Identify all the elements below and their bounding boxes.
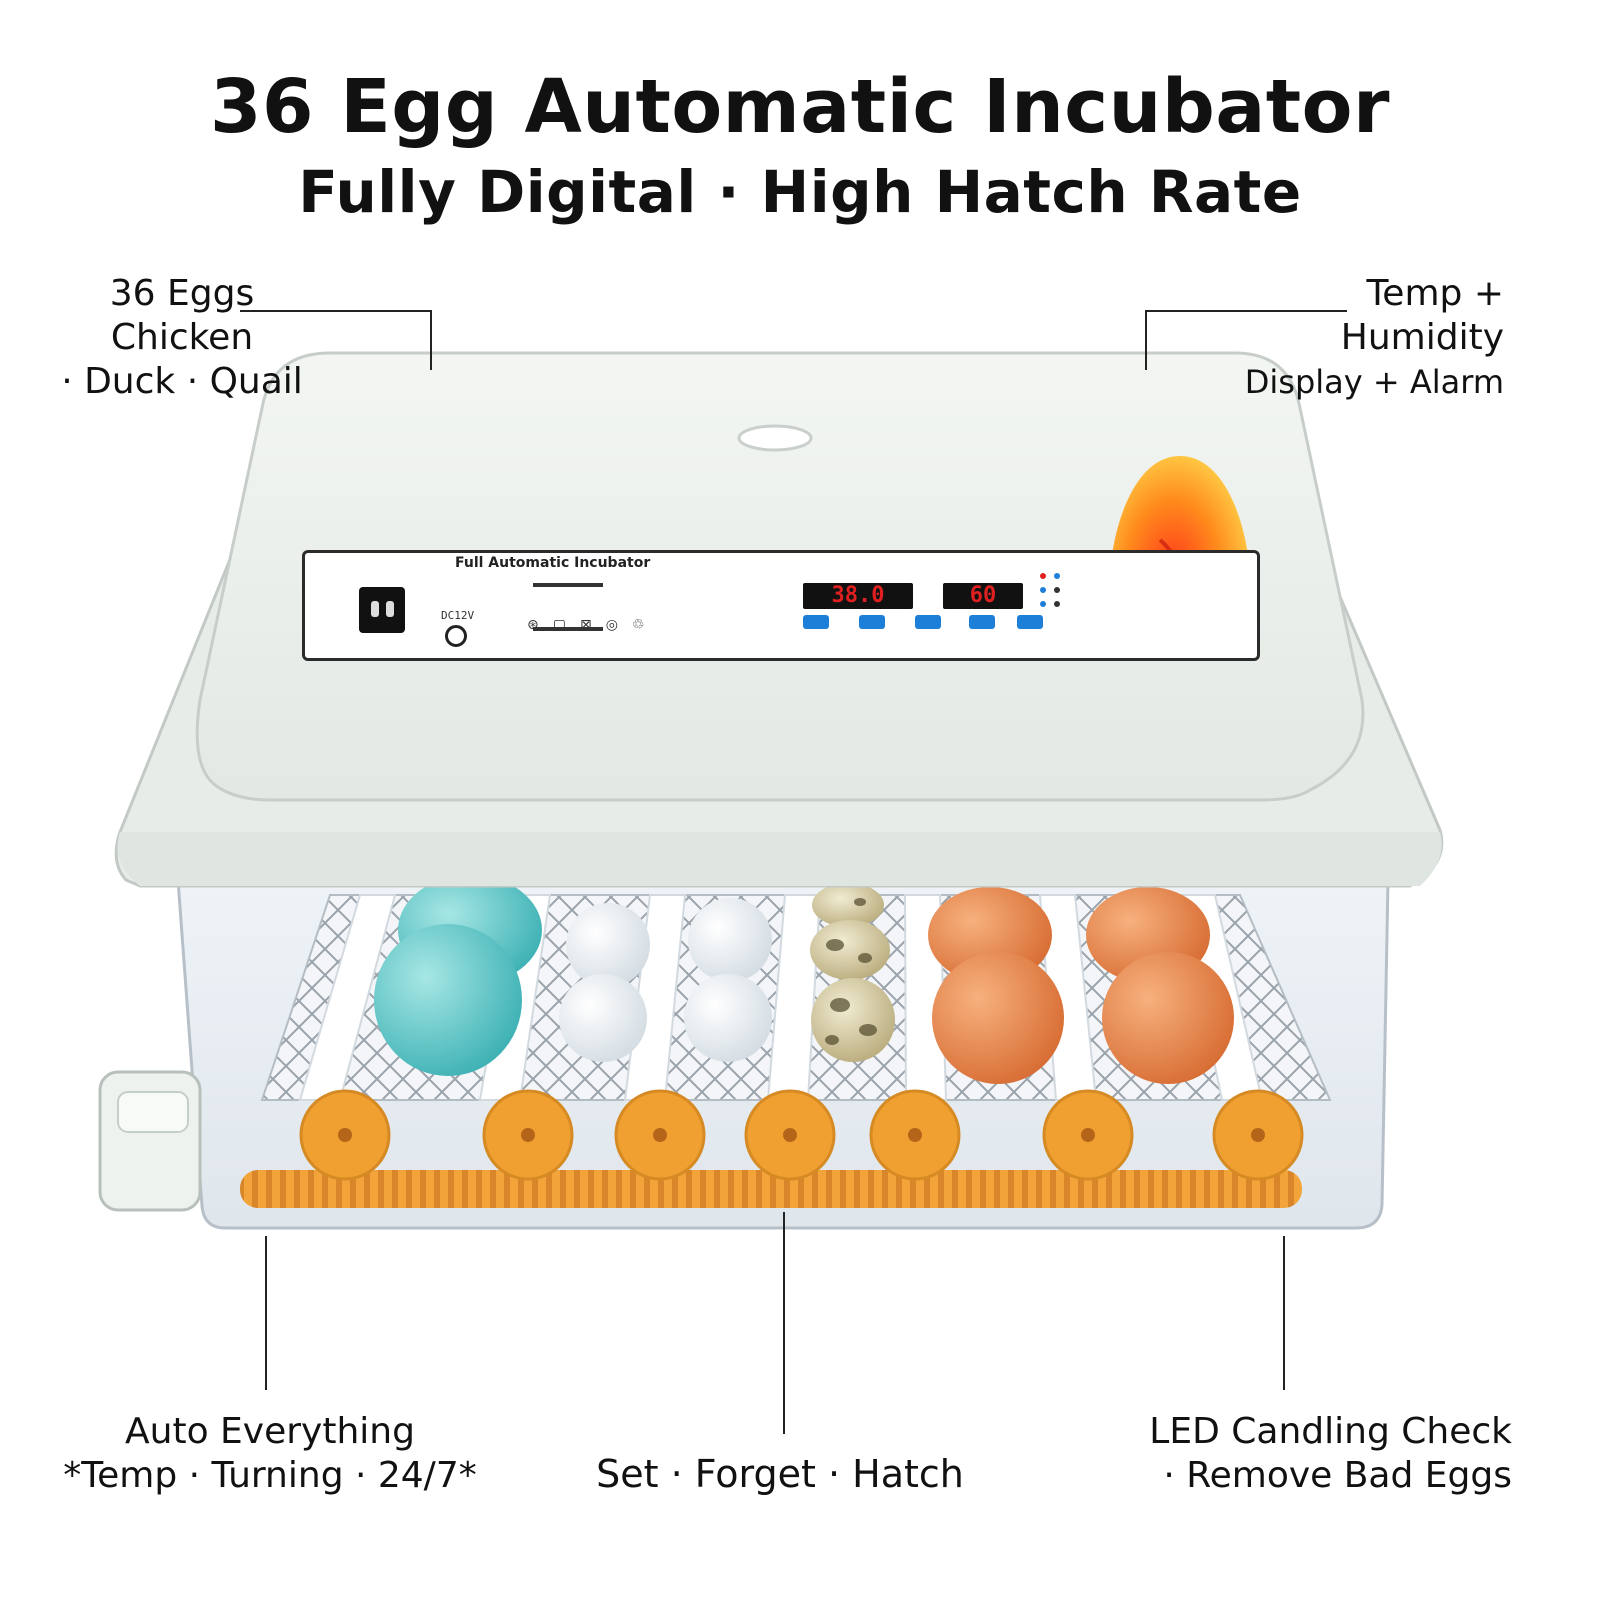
callout-display: Temp + Humidity Display + Alarm [1245,272,1504,404]
leader-line-top-left [240,310,432,370]
eggs [374,875,1234,1084]
spec-lines [533,583,603,631]
callout-ease: Set · Forget · Hatch [560,1452,1000,1496]
callout-automation-line-1: Auto Everything [125,1411,415,1452]
power-jack-icon [445,625,467,647]
page-title: 36 Egg Automatic Incubator [210,64,1390,150]
callout-ease-line-1: Set · Forget · Hatch [596,1452,964,1496]
callout-display-line-2: Humidity [1340,317,1504,358]
callout-automation-line-2: *Temp · Turning · 24/7* [63,1455,477,1496]
humidity-display: 60 [943,583,1023,609]
temperature-readout: 38.0 [831,583,885,608]
leader-line-bottom-left [265,1236,267,1390]
callout-display-line-1: Temp + [1366,273,1504,314]
humidity-readout: 60 [969,583,997,608]
callout-capacity-line-2: Chicken [110,317,254,358]
down-button[interactable] [915,615,941,629]
callout-candling-line-1: LED Candling Check [1149,1411,1512,1452]
control-panel: DC12V Full Automatic Incubator ⊛▢⊠◎♲ 38.… [302,550,1260,661]
leader-line-bottom-center [783,1212,785,1434]
set-button[interactable] [803,615,829,629]
up-button[interactable] [859,615,885,629]
temperature-display: 38.0 [803,583,913,609]
callout-automation: Auto Everything *Temp · Turning · 24/7* [40,1410,500,1498]
callout-candling: LED Candling Check · Remove Bad Eggs [1149,1410,1512,1498]
control-buttons [803,615,1043,631]
leader-line-top-right [1145,310,1347,370]
mode-button[interactable] [969,615,995,629]
vent-hole [737,424,813,452]
gear-rack [240,1170,1302,1208]
panel-label: Full Automatic Incubator [455,555,651,571]
alarm-button[interactable] [1017,615,1043,629]
callout-display-line-3: Display + Alarm [1244,363,1504,401]
leader-line-bottom-right [1283,1236,1285,1390]
callout-capacity-line-1: 36 Eggs [109,273,255,314]
power-switch[interactable] [359,587,405,633]
power-label: DC12V [441,609,475,622]
turning-mechanism [240,1089,1304,1208]
status-leds [1040,573,1080,613]
certification-icons: ⊛▢⊠◎♲ [527,617,659,633]
page-subtitle: Fully Digital · High Hatch Rate [298,158,1302,226]
callout-capacity-line-3: · Duck · Quail [61,361,303,402]
callout-capacity: 36 Eggs Chicken · Duck · Quail [52,272,312,404]
callout-candling-line-2: · Remove Bad Eggs [1163,1455,1512,1496]
